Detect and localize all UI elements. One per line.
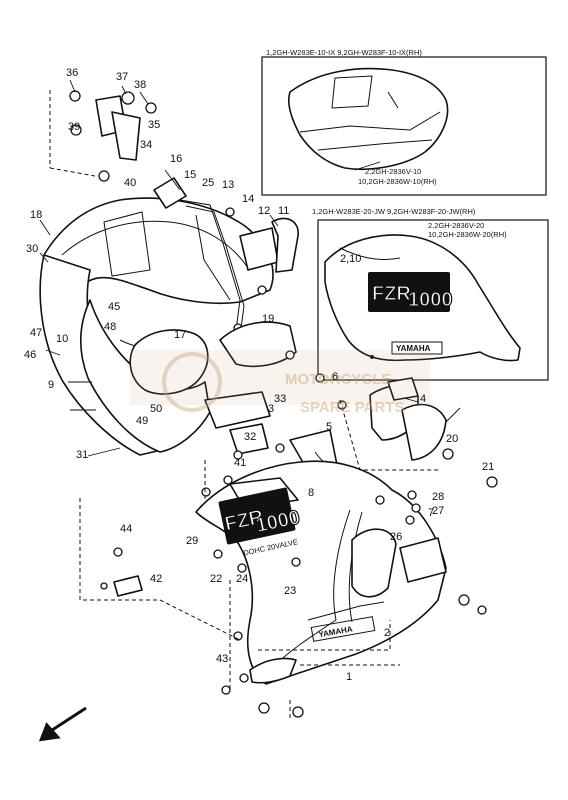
callout-20: 20 (446, 433, 458, 445)
inset-top-code-3: 10,2GH-2836W-10(RH) (358, 177, 437, 186)
inset-bottom-code-1: 1,2GH-W283E-20-JW 9,2GH-W283F-20-JW(RH) (312, 207, 476, 216)
callout-31: 31 (76, 449, 88, 461)
inset-bottom-code-2: 2,2GH-2836V-20 (428, 221, 484, 230)
fasteners-lower (100, 448, 498, 718)
callout-15: 15 (184, 169, 196, 181)
callout-labels: 1 2 3 4 5 6 7 8 9 10 11 12 13 14 15 16 1… (24, 67, 494, 683)
callout-34: 34 (140, 139, 152, 151)
callout-13: 13 (222, 179, 234, 191)
air-duct-pieces (239, 217, 447, 461)
callout-35: 35 (148, 119, 160, 131)
callout-40: 40 (124, 177, 136, 189)
watermark-line-1: MOTORCYCLE (285, 371, 391, 388)
inset-side-cowl-panel: 1,2GH-W283E-20-JW 9,2GH-W283F-20-JW(RH) … (312, 207, 549, 381)
callout-39: 39 (68, 121, 80, 133)
callout-layer (39, 79, 461, 457)
callout-16: 16 (170, 153, 182, 165)
callout-30: 30 (26, 243, 38, 255)
callout-19: 19 (262, 313, 274, 325)
callout-47: 47 (30, 327, 42, 339)
callout-50: 50 (150, 403, 162, 415)
callout-48: 48 (104, 321, 116, 333)
callout-22: 22 (210, 573, 222, 585)
mirror-bracket-assembly (49, 90, 157, 182)
callout-6: 6 (332, 371, 338, 383)
callout-29: 29 (186, 535, 198, 547)
callout-10: 10 (56, 333, 68, 345)
callout-37: 37 (116, 71, 128, 83)
callout-28: 28 (432, 491, 444, 503)
callout-17: 17 (174, 329, 186, 341)
fairing-stay-frame (153, 169, 267, 337)
inset-upper-fairing-panel: 1,2GH-W283E-10-IX 9,2GH-W283F-10-IX(RH) … (261, 48, 547, 196)
callout-26: 26 (390, 531, 402, 543)
callout-42: 42 (150, 573, 162, 585)
upper-cowling (39, 197, 274, 456)
callout-36: 36 (66, 67, 78, 79)
reference-lines (79, 399, 440, 720)
callout-33: 33 (274, 393, 286, 405)
callout-49: 49 (136, 415, 148, 427)
callout-23: 23 (284, 585, 296, 597)
callout-25: 25 (202, 177, 214, 189)
inset-top-code-2: 2,2GH-2836V-10 (365, 167, 421, 176)
inset-ref-label: 2,10 (340, 253, 361, 265)
callout-7: 7 (428, 507, 434, 519)
callout-24: 24 (236, 573, 248, 585)
arrow-front-left-icon (38, 706, 87, 742)
lower-side-cowling: FZR 1000 DOHC 20VALVE YAMAHA (195, 460, 447, 685)
callout-14: 14 (242, 193, 254, 205)
callout-44: 44 (120, 523, 132, 535)
callout-18: 18 (30, 209, 42, 221)
callout-8: 8 (308, 487, 314, 499)
callout-5: 5 (326, 421, 332, 433)
inset-bottom-code-3: 10,2GH-2836W-20(RH) (428, 230, 507, 239)
inset-decal-text: FZR (372, 283, 411, 305)
callout-21: 21 (482, 461, 494, 473)
callout-2: 2 (384, 627, 390, 639)
callout-11: 11 (278, 205, 289, 217)
callout-41: 41 (234, 457, 246, 469)
inset-decal-text-2: 1000 (408, 289, 453, 311)
callout-45: 45 (108, 301, 120, 313)
callout-46: 46 (24, 349, 36, 361)
callout-27: 27 (432, 505, 444, 517)
callout-43: 43 (216, 653, 228, 665)
inset-maker-text: YAMAHA (396, 344, 431, 353)
callout-3: 3 (268, 403, 274, 415)
callout-9: 9 (48, 379, 54, 391)
callout-38: 38 (134, 79, 146, 91)
callout-1: 1 (346, 671, 352, 683)
callout-32: 32 (244, 431, 256, 443)
callout-4: 4 (420, 393, 426, 405)
callout-12: 12 (258, 205, 270, 217)
watermark: MOTORCYCLE SPARE PARTS (130, 350, 430, 416)
inset-top-code-1: 1,2GH-W283E-10-IX 9,2GH-W283F-10-IX(RH) (266, 48, 422, 57)
watermark-line-2: SPARE PARTS (300, 399, 404, 416)
